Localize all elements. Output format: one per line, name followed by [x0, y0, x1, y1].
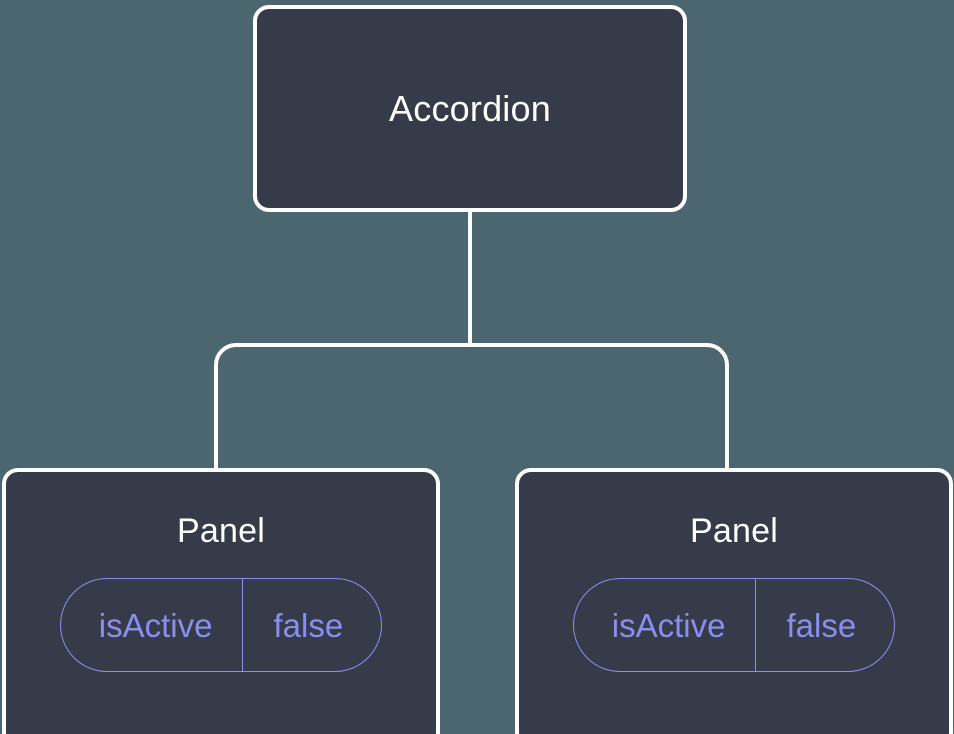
node-accordion-label: Accordion	[389, 87, 551, 129]
node-panel-left-label: Panel	[177, 512, 265, 550]
node-panel-right-label: Panel	[690, 512, 778, 550]
state-chip-value: false	[755, 579, 894, 671]
state-chip-value: false	[242, 579, 381, 671]
edge-root-to-panel-left	[214, 343, 470, 470]
state-chip-panel-right[interactable]: isActive false	[572, 578, 896, 672]
state-chip-key: isActive	[611, 606, 726, 644]
state-chip-key: isActive	[98, 606, 213, 644]
node-panel-left[interactable]: Panel isActive false	[2, 468, 440, 734]
edge-root-to-panel-right	[470, 343, 729, 470]
node-panel-right[interactable]: Panel isActive false	[515, 468, 953, 734]
state-chip-panel-left[interactable]: isActive false	[59, 578, 383, 672]
node-accordion[interactable]: Accordion	[253, 5, 687, 212]
